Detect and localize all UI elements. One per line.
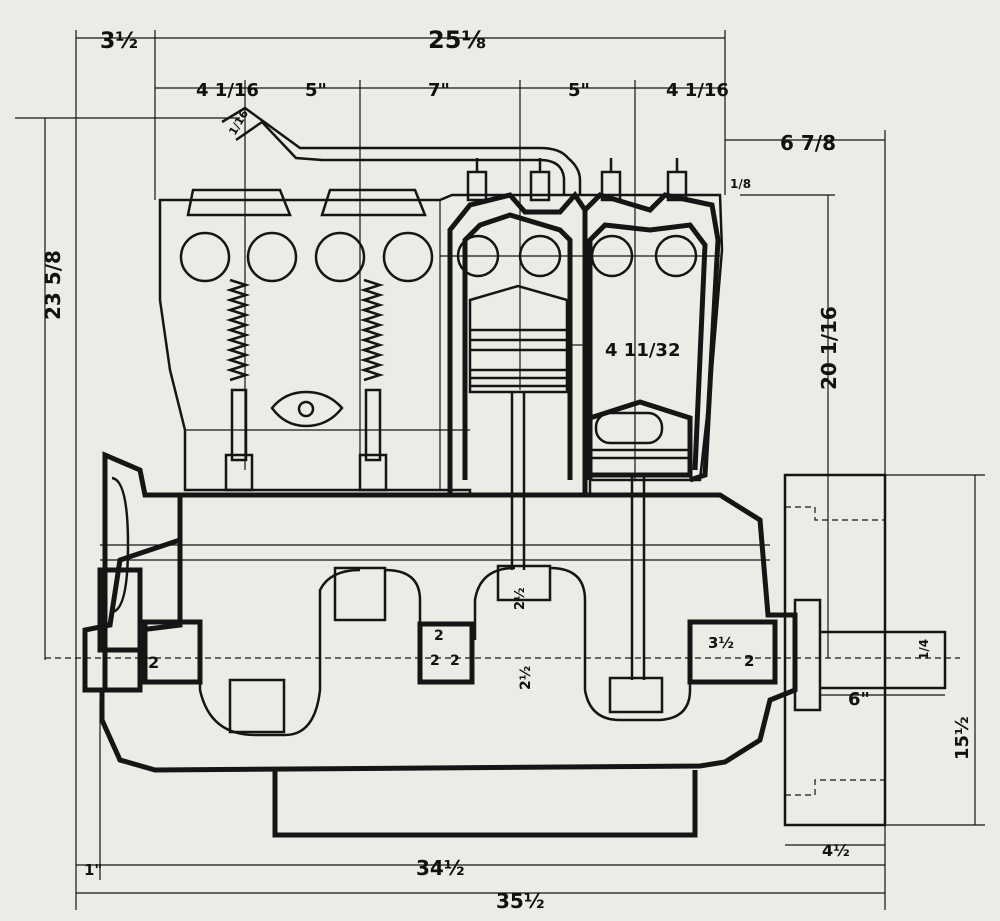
- dim-bearing-3b: 2: [430, 653, 440, 669]
- dim-shaft-small: 1/4: [917, 639, 931, 660]
- dim-right-small: 1/8: [730, 177, 751, 191]
- dim-top-seg-2: 5": [305, 80, 327, 101]
- dimension-lines: [15, 30, 985, 910]
- dim-bearing-4a: 3½: [708, 634, 734, 652]
- dim-top-left: 3½: [100, 29, 138, 54]
- connecting-rods: [228, 392, 664, 734]
- dim-bottom-left: 1": [84, 861, 102, 879]
- dim-flywheel-height: 15½: [952, 716, 973, 760]
- dim-top-seg-1: 4 1/16: [196, 80, 259, 101]
- pistons: [468, 284, 693, 478]
- timing-gear: [102, 451, 183, 693]
- dim-crank-throw-1: 2½: [513, 587, 528, 610]
- dim-top-overall: 25⅛: [428, 26, 486, 54]
- dim-bore: 4 11/32: [605, 340, 680, 361]
- manifold-and-spark-plugs: [221, 106, 688, 202]
- dim-bottom-overall: 35½: [496, 889, 545, 913]
- dim-bearing-2: 2: [434, 628, 444, 644]
- dim-crank-throw-2: 2½: [518, 666, 534, 690]
- dim-flywheel-width: 4½: [822, 841, 850, 860]
- dim-top-seg-4: 5": [568, 80, 590, 101]
- cut-away-cylinders: [440, 190, 721, 495]
- dim-bearing-3a: 2: [450, 653, 460, 669]
- dim-bearing-4b: 2: [744, 652, 754, 670]
- dim-right-height: 20 1/16: [817, 306, 841, 390]
- dimension-labels: 3½ 25⅛ 4 1/16 5" 7" 5" 4 1/16 1/16 6 7/8…: [41, 26, 973, 913]
- dim-flywheel-6: 6": [848, 689, 870, 710]
- dim-right-top: 6 7/8: [780, 131, 836, 155]
- dim-bearing-1: 2: [148, 653, 159, 672]
- dim-bottom-mid: 34½: [416, 856, 465, 880]
- valve-mechanism: [179, 188, 434, 492]
- dim-left-height: 23 5/8: [41, 250, 65, 320]
- dim-top-seg-3: 7": [428, 80, 450, 101]
- dim-top-seg-5: 4 1/16: [666, 80, 729, 101]
